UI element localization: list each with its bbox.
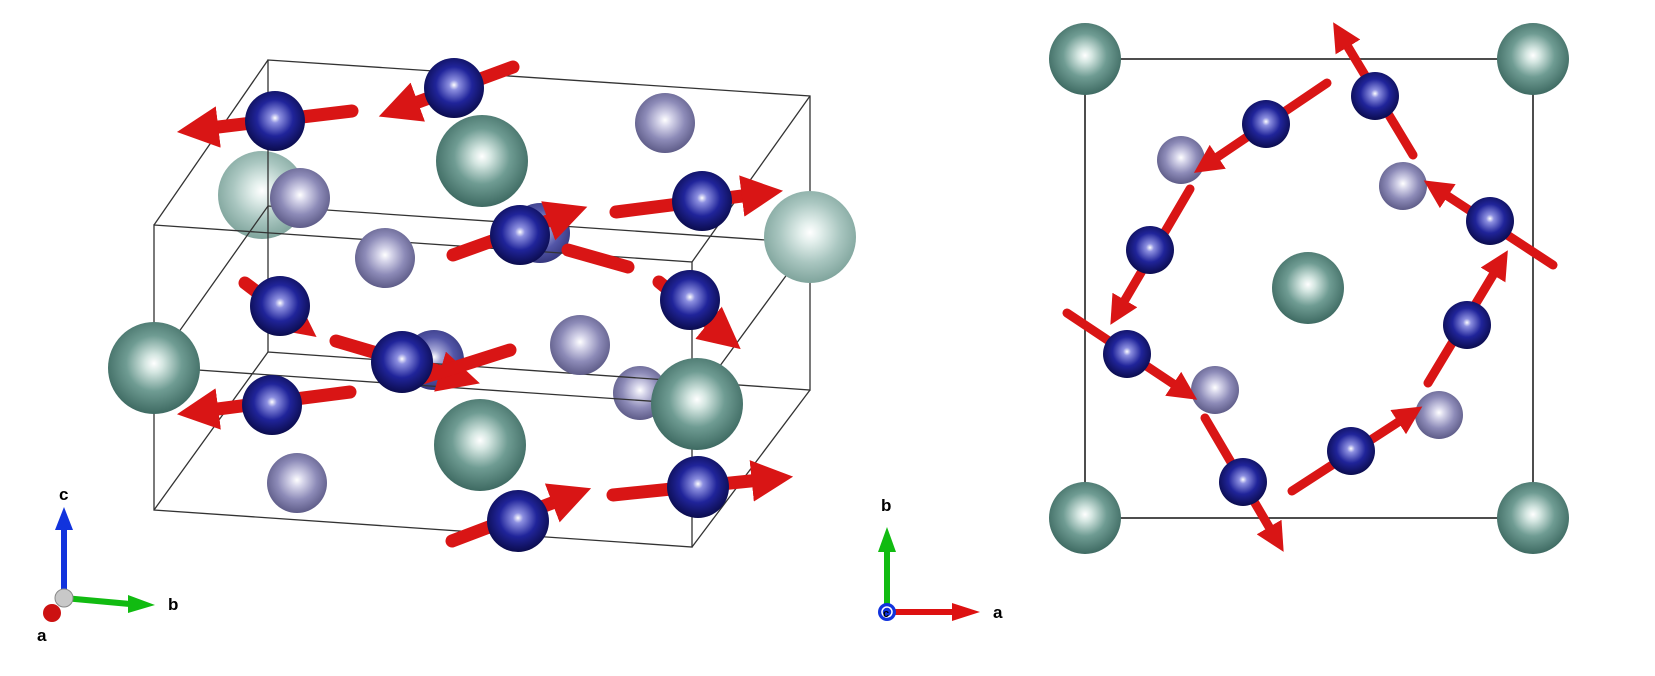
atom-small xyxy=(267,453,327,513)
atom-magnetic xyxy=(1242,100,1290,148)
atom-magnetic xyxy=(672,171,732,231)
atom-large xyxy=(651,358,743,450)
atom-magnetic xyxy=(371,331,433,393)
atom-small xyxy=(550,315,610,375)
axis-c-label: c xyxy=(883,608,889,620)
atom-large xyxy=(1049,482,1121,554)
axis-c-ring xyxy=(881,606,893,618)
atom-small xyxy=(635,93,695,153)
axis-a-head xyxy=(952,603,980,621)
atom-magnetic xyxy=(1126,226,1174,274)
atom-magnetic xyxy=(1351,72,1399,120)
magnetic-atoms xyxy=(242,58,732,552)
atom-large xyxy=(764,191,856,283)
atom-magnetic xyxy=(1103,330,1151,378)
axis-a-label: a xyxy=(37,626,47,645)
atom-magnetic xyxy=(1466,197,1514,245)
atom-magnetic xyxy=(1219,458,1267,506)
axis-a-label: a xyxy=(993,603,1003,622)
axis-origin xyxy=(54,588,74,608)
atom-large xyxy=(1272,252,1344,324)
axis-triad-top: b a c xyxy=(878,496,1003,622)
atom-magnetic xyxy=(1443,301,1491,349)
atom-magnetic xyxy=(424,58,484,118)
atom-small xyxy=(1415,391,1463,439)
atom-small xyxy=(1379,162,1427,210)
atom-magnetic xyxy=(250,276,310,336)
atom-magnetic xyxy=(490,205,550,265)
atom-large xyxy=(108,322,200,414)
axis-c-head xyxy=(55,507,73,530)
axis-triad-perspective: c b a xyxy=(37,485,178,645)
axis-b-head xyxy=(878,527,896,552)
atom-magnetic xyxy=(1327,427,1375,475)
atom-large xyxy=(1049,23,1121,95)
small-atoms xyxy=(267,93,695,513)
atom-magnetic xyxy=(242,375,302,435)
axis-c xyxy=(878,603,896,621)
atom-large xyxy=(1497,482,1569,554)
atom-magnetic xyxy=(245,91,305,151)
axis-b xyxy=(63,595,131,607)
top-view: b a c xyxy=(878,22,1569,622)
perspective-view: c b a xyxy=(37,58,856,645)
atom-small xyxy=(270,168,330,228)
atom-small xyxy=(355,228,415,288)
atom-small xyxy=(1157,136,1205,184)
axis-c-label: c xyxy=(59,485,68,504)
moment-arrow xyxy=(561,243,635,274)
axis-b-label: b xyxy=(881,496,891,515)
axis-b-head xyxy=(128,595,155,613)
atom-large xyxy=(436,115,528,207)
atom-magnetic xyxy=(487,490,549,552)
atom-magnetic xyxy=(660,270,720,330)
atom-large xyxy=(1497,23,1569,95)
large-atoms xyxy=(108,115,856,491)
atom-large xyxy=(434,399,526,491)
atom-magnetic xyxy=(667,456,729,518)
axis-b-label: b xyxy=(168,595,178,614)
unit-cell-outline xyxy=(1084,58,1534,519)
axis-a xyxy=(43,604,61,622)
atom-small xyxy=(1191,366,1239,414)
